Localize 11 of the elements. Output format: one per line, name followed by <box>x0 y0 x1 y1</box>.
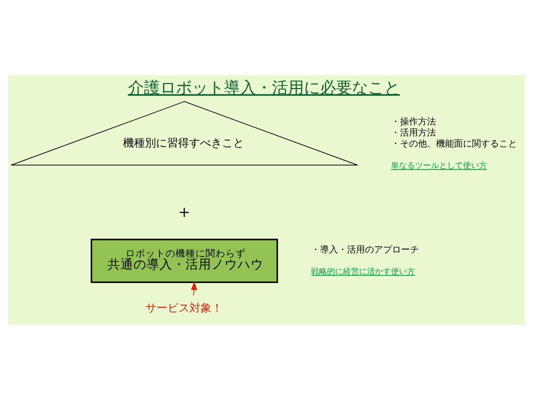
node-text: サービス対象！ <box>145 301 222 314</box>
arrow <box>190 281 198 296</box>
node-label: ・その他、機能面に関すること <box>390 140 517 150</box>
node-label: ・操作方法 <box>390 117 436 128</box>
node-label: 単なるツールとして使い方 <box>390 160 487 170</box>
node-box: ロボットの機種に関わらず 共通の導入・活用ノウハウ <box>90 238 278 283</box>
label: ＋ <box>175 202 194 222</box>
node-label: ・導入・活用のアプローチ <box>311 245 420 256</box>
node-label: ・活用方法 <box>390 128 436 139</box>
node-label: 戦略的に経営に活かす使い方 <box>311 266 416 276</box>
diagram-title: 介護ロボット導入・活用に必要なこと <box>128 78 400 98</box>
